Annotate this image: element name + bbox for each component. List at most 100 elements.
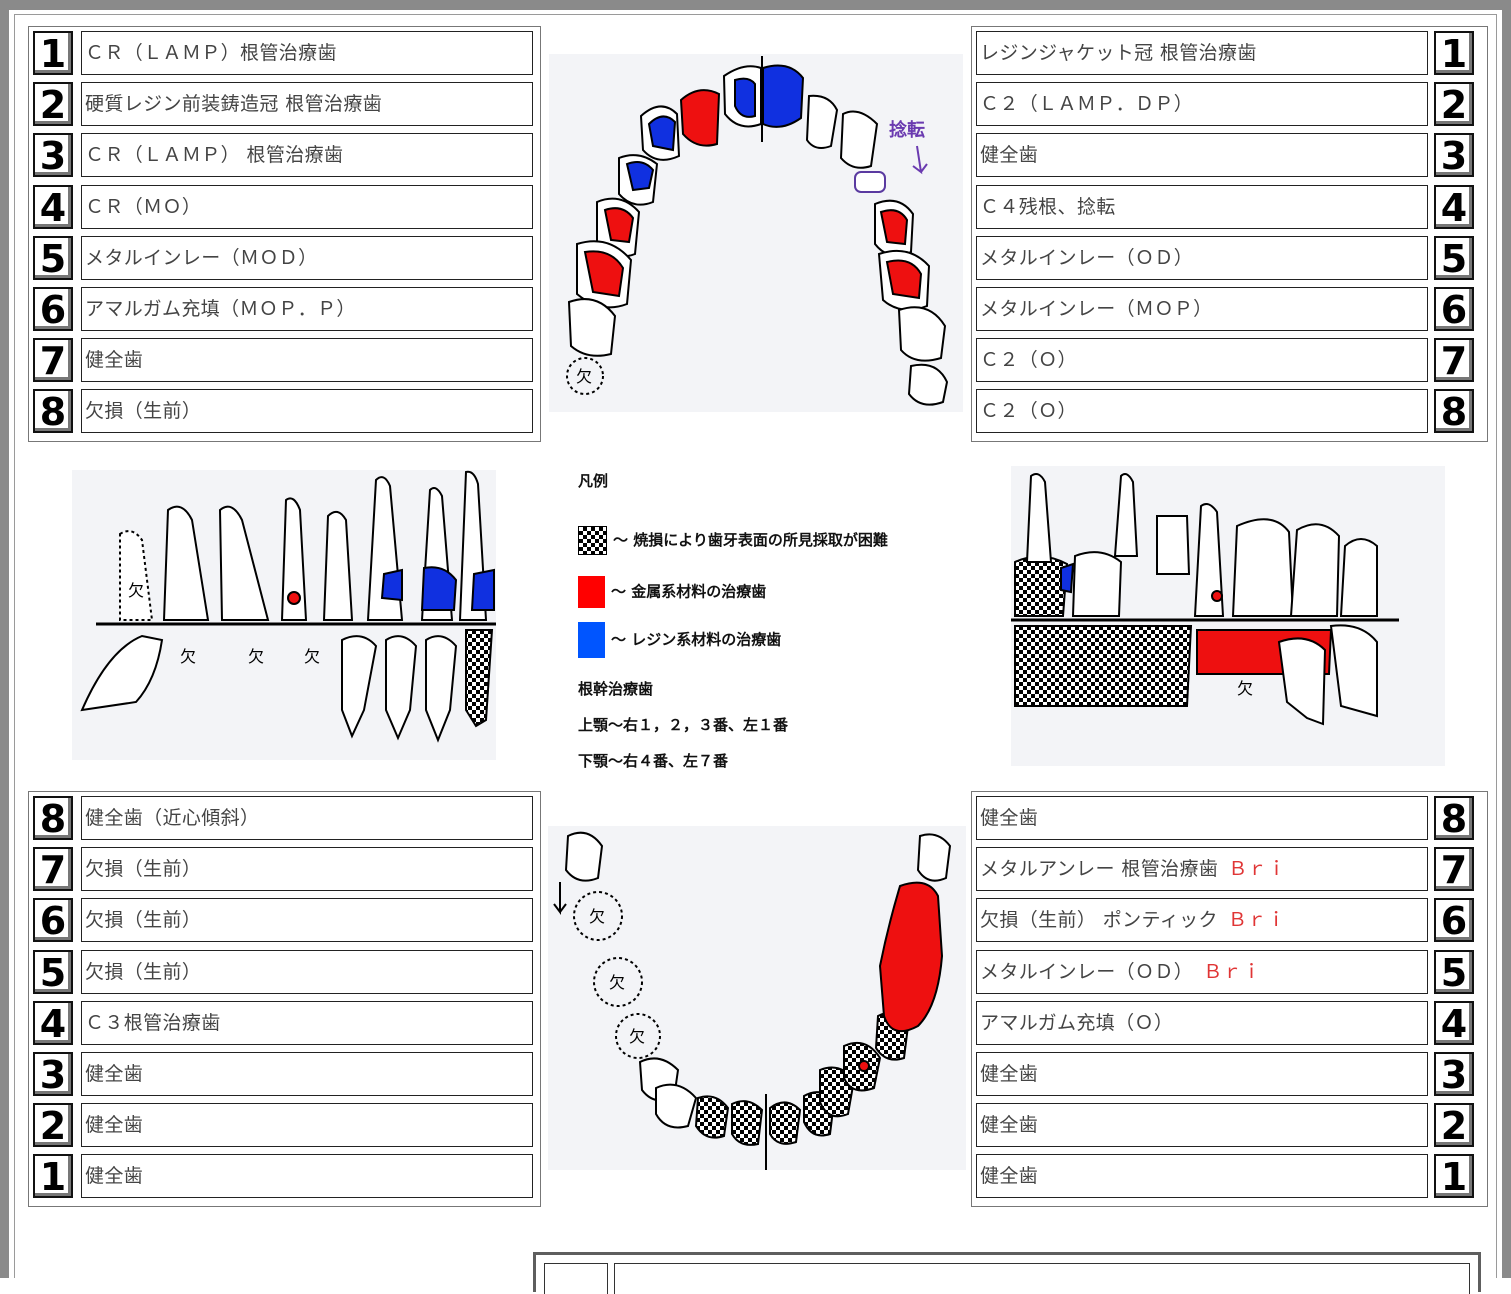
table-row: 2 Ｃ２（ＬＡＭＰ．ＤＰ） [976,82,1474,128]
tooth-finding: Ｃ２（ＬＡＭＰ．ＤＰ） [976,82,1428,127]
tooth-finding-text: Ｃ２（ＬＡＭＰ．ＤＰ） [980,93,1194,116]
tooth-finding-text: 欠損（生前） [85,400,202,423]
missing-label-upper: 欠 [576,367,592,386]
legend-upper-root: 上顎～右１，２，３番、左１番 [578,716,789,734]
tooth-number: 4 [1434,1000,1474,1045]
tooth-finding: 健全歯 [976,1052,1428,1096]
lower-arch-drawing: 欠 欠 欠 [553,831,952,1170]
missing-label-lower-7: 欠 [589,907,605,926]
tooth-finding-text: ＣＲ（ＬＡＭＰ）根管治療歯 [85,42,337,64]
table-row: 4 アマルガム充填（Ｏ） [976,1000,1474,1047]
tooth-number: 1 [1434,1154,1474,1199]
tooth-finding: Ｃ３根管治療歯 [81,1000,533,1045]
tooth-number: 1 [1434,31,1474,75]
tooth-number: 2 [33,82,73,127]
tooth-finding-text: 欠損（生前） [85,960,202,983]
tooth-finding-text: メタルアンレー 根管治療歯 [980,858,1219,881]
tooth-number: 4 [33,1000,73,1045]
tooth-finding-text: 硬質レジン前装鋳造冠 根管治療歯 [85,93,383,116]
tooth-finding-text: メタルインレー（ＯＤ） [980,960,1194,983]
tooth-finding-text: 健全歯 [980,144,1039,167]
missing-label-profile-2: 欠 [180,647,196,666]
tooth-number: 3 [1434,133,1474,178]
red-swatch [578,576,605,608]
tooth-finding-text: アマルガム充填（ＭＯＰ．Ｐ） [85,298,356,320]
tooth-finding: 健全歯 [81,338,533,383]
tooth-finding-text: アマルガム充填（Ｏ） [980,1011,1174,1034]
tooth-finding: アマルガム充填（ＭＯＰ．Ｐ） [81,287,533,331]
tooth-number: 1 [33,1154,73,1199]
tooth-number: 4 [33,184,73,229]
tooth-number: 8 [1434,796,1474,840]
tooth-finding-text: 健全歯 [85,349,144,372]
tooth-finding-text: メタルインレー（ＯＤ） [980,246,1194,269]
tooth-number: 6 [33,287,73,331]
right-profile-drawing: 欠 欠 欠 欠 [80,470,496,743]
tooth-finding-text: 健全歯 [980,1165,1039,1188]
tooth-number: 8 [33,796,73,840]
bottom-table-cell-1 [544,1263,608,1294]
tooth-finding-text: ＣＲ（ＬＡＭＰ） 根管治療歯 [85,144,344,167]
tooth-finding: 健全歯（近心傾斜） [81,796,533,840]
legend-root-title: 根幹治療歯 [578,680,654,698]
tooth-number: 5 [1434,235,1474,280]
missing-label-profile-1: 欠 [128,581,144,600]
tooth-finding-text: 健全歯 [980,1063,1039,1085]
table-row: 5 メタルインレー（ＭＯＤ） [33,235,533,282]
tooth-finding: メタルインレー（ＯＤ） [976,235,1428,280]
tooth-finding: 健全歯 [976,1154,1428,1199]
tooth-number: 7 [1434,847,1474,892]
tooth-number: 2 [1434,82,1474,127]
tooth-finding: メタルインレー（ＭＯＤ） [81,235,533,280]
content-frame [14,14,1497,1278]
tooth-finding: Ｃ２（Ｏ） [976,389,1428,434]
tooth-finding-text: 健全歯 [85,1114,144,1137]
tooth-finding-text: メタルインレー（ＭＯＤ） [85,246,318,269]
upper-arch-diagram: 捻転 欠 [549,54,963,412]
tooth-number: 8 [1434,389,1474,434]
tooth-finding: 健全歯 [81,1052,533,1096]
lower-arch-diagram: 欠 欠 欠 [548,826,966,1170]
blue-swatch [578,622,605,658]
tooth-finding: 健全歯 [976,133,1428,178]
table-row: 6 アマルガム充填（ＭＯＰ．Ｐ） [33,287,533,333]
tooth-number: 3 [33,1052,73,1096]
tooth-number: 2 [1434,1103,1474,1148]
tooth-finding: 健全歯 [976,1103,1428,1148]
missing-label-lower-6: 欠 [609,973,625,992]
tooth-finding-text: Ｃ２（Ｏ） [980,400,1077,423]
legend-resin-label: ～ レジン系材料の治療歯 [611,630,782,649]
tooth-number: 3 [33,133,73,178]
tooth-finding-text: Ｃ３根管治療歯 [85,1011,221,1034]
tooth-finding: 健全歯 [976,796,1428,840]
tooth-finding: Ｃ２（Ｏ） [976,338,1428,383]
tooth-number: 5 [33,235,73,280]
bottom-table-cell-2 [614,1263,1470,1294]
table-row: 3 ＣＲ（ＬＡＭＰ） 根管治療歯 [33,133,533,179]
tooth-finding: 欠損（生前） [81,847,533,892]
tooth-finding-text: 欠損（生前） [85,858,202,881]
right-side-profile-diagram: 欠 欠 欠 欠 [72,470,496,760]
tooth-finding: 欠損（生前） [81,949,533,994]
